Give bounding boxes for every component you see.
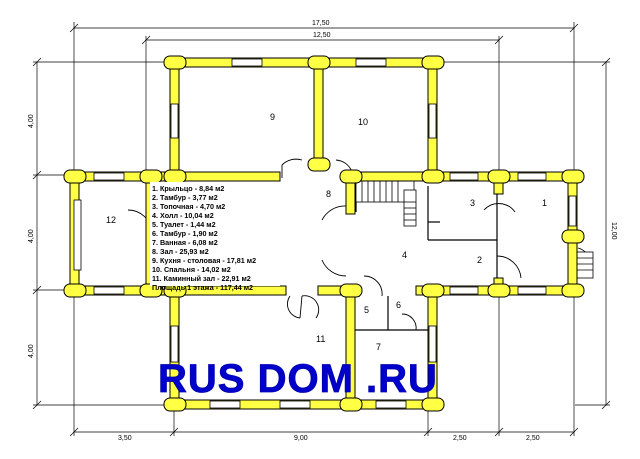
legend-item-9: 9. Кухня - столовая - 17,81 м2 — [152, 256, 256, 265]
legend-total: Площадь 1 этажа - 117,44 м2 — [152, 283, 253, 292]
room-11-label: 11 — [316, 334, 325, 344]
legend-item-1: 1. Крыльцо - 8,84 м2 — [152, 184, 224, 193]
door-swings — [127, 158, 591, 331]
legend-item-2: 2. Тамбур - 3,77 м2 — [152, 193, 218, 202]
room-12-label: 12 — [106, 215, 116, 225]
room-2-label: 2 — [477, 255, 482, 265]
legend-item-10: 10. Спальня - 14,02 м2 — [152, 265, 231, 274]
room-6-label: 6 — [396, 300, 401, 310]
stair — [355, 179, 417, 227]
dim-left-bottom: 4,00 — [28, 344, 35, 358]
legend-item-3: 3. Топочная - 4,70 м2 — [152, 202, 225, 211]
legend-item-8: 8. Зал - 25,93 м2 — [152, 247, 209, 256]
porch-steps — [574, 251, 594, 279]
room-9-label: 9 — [270, 112, 275, 122]
room-5-label: 5 — [364, 305, 369, 315]
room-4-label: 4 — [402, 250, 407, 260]
dim-bottom-2: 9,00 — [294, 435, 308, 442]
dim-top-total: 17,50 — [312, 20, 330, 27]
brand-watermark: RUS DOM .RU — [158, 357, 438, 401]
room-1-label: 1 — [542, 198, 547, 208]
windows — [73, 58, 577, 409]
legend-item-5: 5. Туалет - 1,44 м2 — [152, 220, 216, 229]
room-7-label: 7 — [376, 342, 381, 352]
legend-item-7: 7. Ванная - 6,08 м2 — [152, 238, 218, 247]
room-3-label: 3 — [470, 198, 475, 208]
dim-right-total: 12,00 — [610, 222, 617, 240]
dim-left-middle: 4,00 — [28, 229, 35, 243]
dim-bottom-3: 2,50 — [453, 435, 467, 442]
room-numbers: 1 2 3 4 5 6 7 8 9 10 11 12 — [106, 112, 547, 352]
room-10-label: 10 — [358, 117, 368, 127]
dimension-labels: 17,50 12,50 4,00 4,00 4,00 12,00 3,50 9,… — [28, 20, 617, 442]
dim-top-inner: 12,50 — [313, 32, 331, 39]
dim-left-top: 4,00 — [28, 114, 35, 128]
log-ends — [63, 55, 585, 412]
dim-bottom-4: 2,50 — [526, 435, 540, 442]
dim-bottom-1: 3,50 — [118, 435, 132, 442]
legend-item-11: 11. Каминный зал - 22,91 м2 — [152, 274, 251, 283]
legend-item-6: 6. Тамбур - 1,90 м2 — [152, 229, 218, 238]
legend-item-4: 4. Холл - 10,04 м2 — [152, 211, 214, 220]
area-legend: 1. Крыльцо - 8,84 м2 2. Тамбур - 3,77 м2… — [150, 182, 280, 292]
room-8-label: 8 — [326, 189, 331, 199]
